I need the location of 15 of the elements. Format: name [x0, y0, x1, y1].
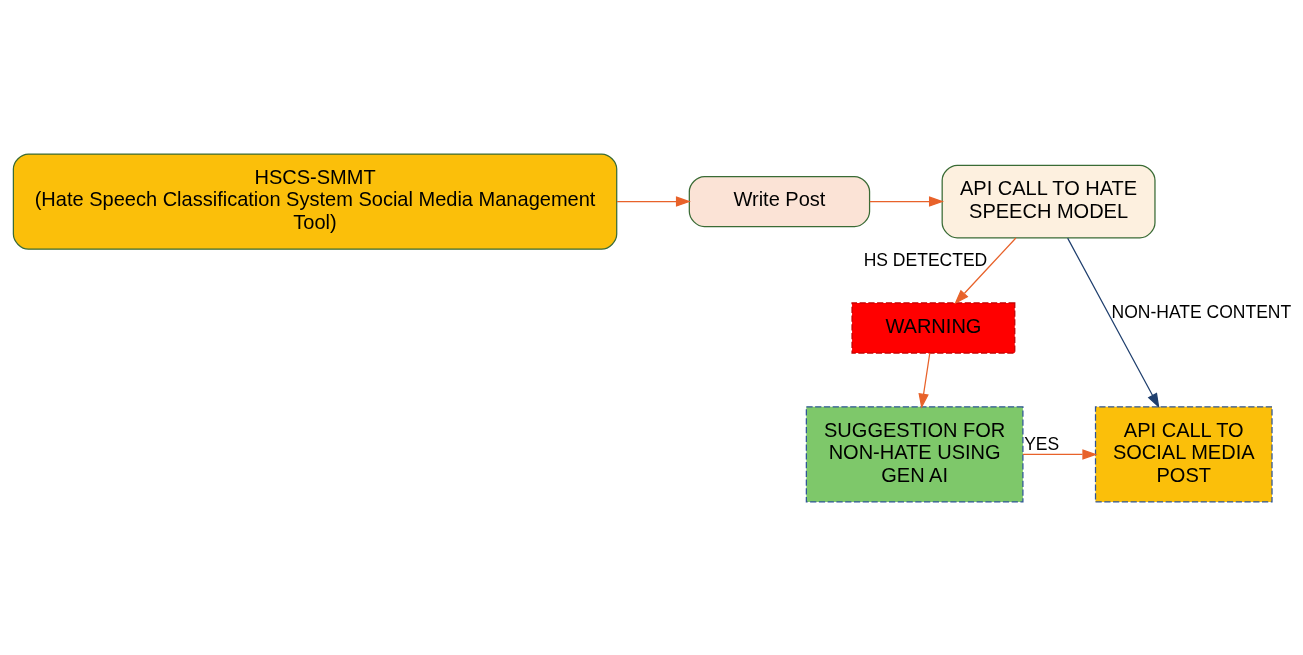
node-box: HSCS-SMMT (Hate Speech Classification System Social Media Management Tool): [12, 152, 618, 250]
edge-label: HS DETECTED: [863, 249, 988, 270]
arrow: [918, 352, 931, 409]
arrow: [869, 195, 944, 207]
edge-label: NON-HATE CONTENT: [1111, 301, 1292, 322]
arrow: [954, 236, 1017, 304]
node-box: API CALL TO SOCIAL MEDIA POST: [1094, 405, 1273, 503]
arrow: [616, 195, 691, 207]
edge-label: YES: [1024, 433, 1060, 454]
node-box: Write Post: [688, 175, 871, 227]
arrow: [1067, 237, 1160, 408]
node-box: SUGGESTION FOR NON-HATE USING GEN AI: [805, 405, 1024, 503]
arrow: [1022, 448, 1098, 460]
node-box: API CALL TO HATE SPEECH MODEL: [941, 164, 1156, 238]
node-box: WARNING: [851, 301, 1016, 354]
